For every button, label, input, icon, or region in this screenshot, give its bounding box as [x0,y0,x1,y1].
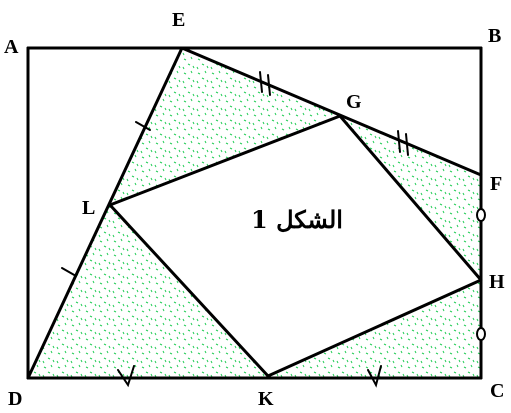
vertex-label-c: C [490,380,504,402]
segment-lg [108,114,342,207]
segment-hk [266,278,483,378]
segment-ef [180,46,483,177]
vertex-label-a: A [4,36,19,58]
tick-el [135,121,151,131]
figure-caption: الشكل 1 [251,205,343,234]
tick-gf-1 [397,130,401,153]
tick-gf-2 [405,133,409,156]
segment-gh [338,114,483,282]
vertex-label-l: L [82,197,95,219]
segment-ed [26,46,184,380]
segment-kl [108,203,270,378]
tick-eg-2 [267,74,271,96]
vertex-label-d: D [8,388,22,410]
vertex-label-h: H [489,271,505,293]
vertex-label-e: E [172,9,185,31]
tick-dk [117,365,135,388]
tick-eg-1 [259,71,263,93]
circle-mark-hc [476,327,486,341]
tick-kc [367,365,382,388]
vertex-label-g: G [346,91,362,113]
vertex-label-f: F [490,173,502,195]
vertex-label-k: K [258,388,274,410]
tick-ld [61,267,77,277]
shaded-region [28,48,481,378]
vertex-label-b: B [488,25,501,47]
circle-mark-fh [476,208,486,222]
